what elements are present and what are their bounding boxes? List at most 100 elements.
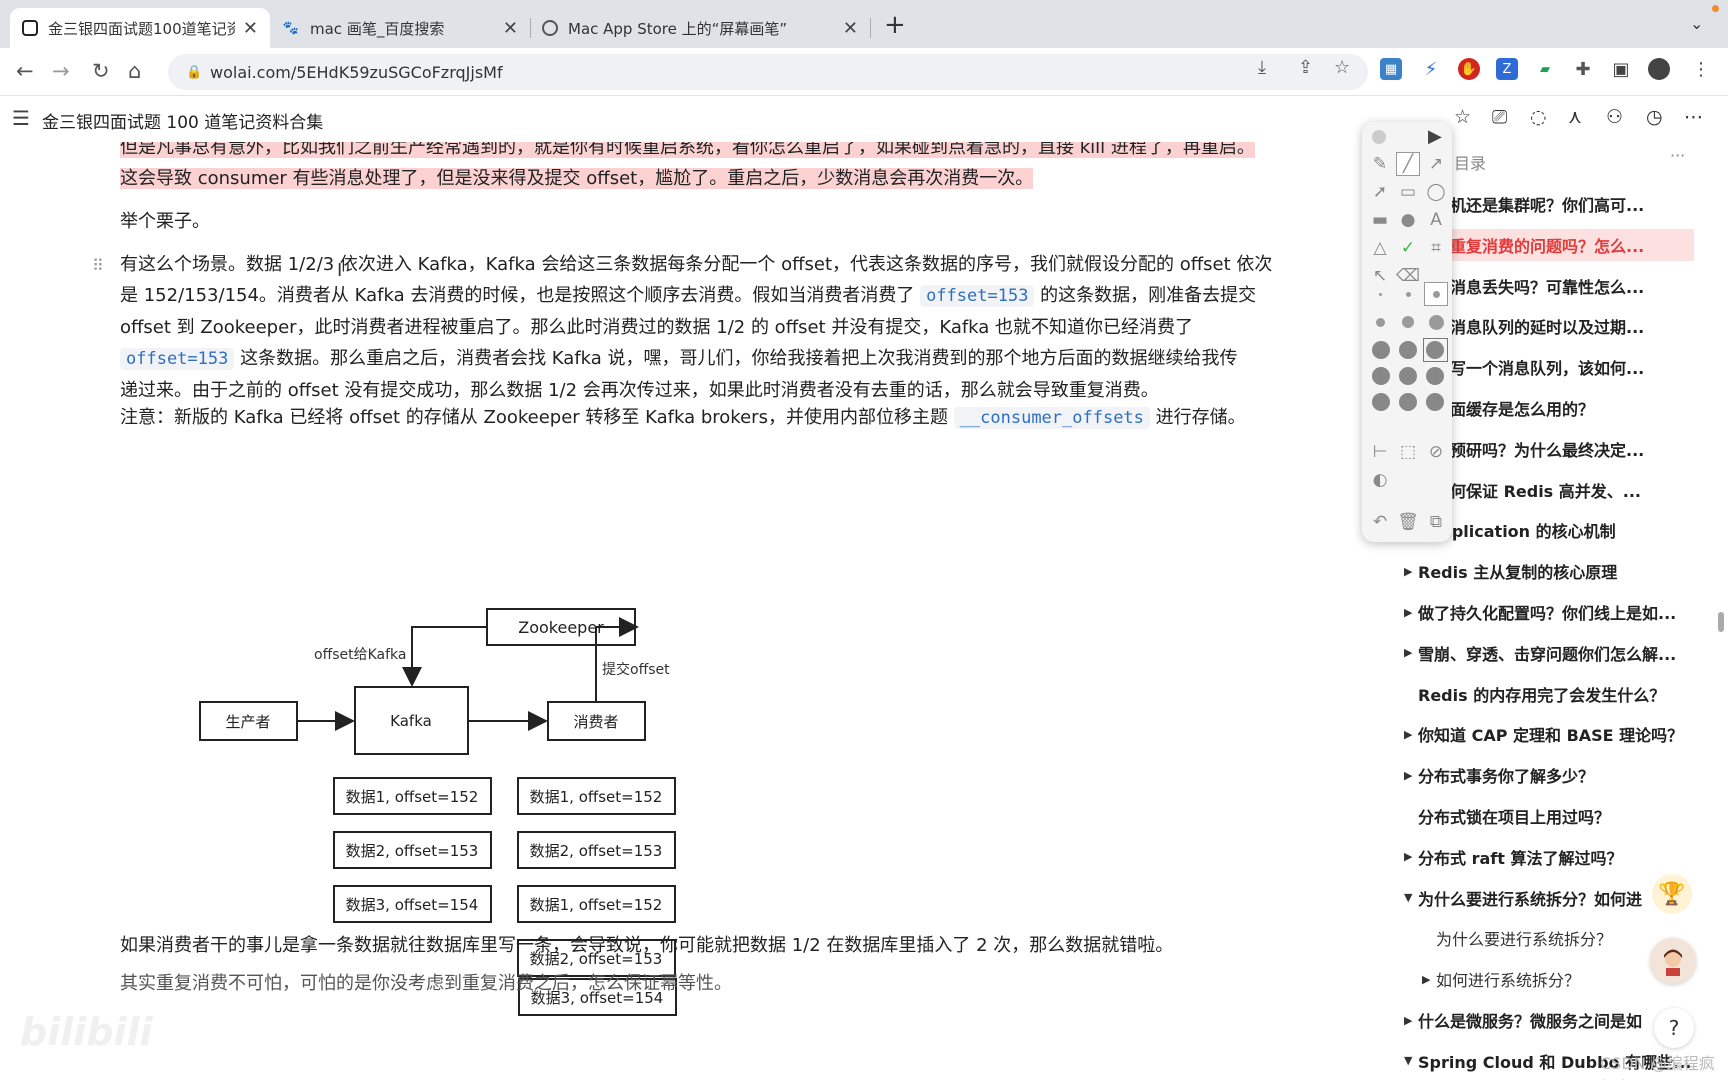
- color-swatch[interactable]: [1395, 338, 1420, 362]
- close-tab-icon[interactable]: ✕: [242, 17, 258, 39]
- caret-right-icon[interactable]: ▶: [1404, 564, 1413, 578]
- check-icon[interactable]: ✓: [1400, 238, 1416, 258]
- color-swatch[interactable]: [1368, 390, 1393, 414]
- toc-item[interactable]: 目里面缓存是怎么用的？: [1400, 392, 1694, 424]
- stroke-size-option[interactable]: [1424, 310, 1448, 334]
- share-network-icon[interactable]: ⋏: [1568, 106, 1582, 128]
- select-pointer-icon[interactable]: ↖: [1372, 266, 1388, 286]
- line-tool-icon[interactable]: ╱: [1395, 152, 1421, 176]
- help-button[interactable]: ?: [1654, 1008, 1694, 1048]
- toc-item[interactable]: ▶Redis 主从复制的核心原理: [1400, 555, 1694, 587]
- stroke-size-option[interactable]: [1424, 282, 1448, 306]
- opacity-icon[interactable]: ◐: [1372, 470, 1388, 490]
- pen-icon[interactable]: ✎: [1372, 154, 1388, 174]
- caret-down-icon[interactable]: ▼: [1404, 1054, 1413, 1068]
- stroke-size-option[interactable]: [1368, 310, 1392, 334]
- arrow-line-icon[interactable]: ➚: [1372, 182, 1388, 202]
- toc-item[interactable]: 为什么要进行系统拆分？: [1400, 922, 1694, 954]
- circle-tool-icon[interactable]: ◯: [1426, 182, 1446, 202]
- palette-close-icon[interactable]: [1372, 130, 1386, 144]
- filled-circle-icon[interactable]: ●: [1400, 210, 1416, 230]
- color-swatch[interactable]: [1422, 338, 1448, 362]
- crop-icon[interactable]: ⌗: [1431, 238, 1441, 258]
- bookmark-star-icon[interactable]: ☆: [1334, 57, 1351, 78]
- extension-z-icon[interactable]: Z: [1496, 58, 1518, 80]
- toc-item[interactable]: s replication 的核心机制: [1400, 514, 1694, 546]
- close-tab-icon[interactable]: ✕: [502, 17, 518, 39]
- extensions-puzzle-icon[interactable]: ✚: [1575, 58, 1591, 80]
- filled-rect-icon[interactable]: ▬: [1371, 210, 1389, 230]
- toc-item[interactable]: ▼Spring Cloud 和 Dubbo 有哪些...: [1400, 1045, 1694, 1077]
- toc-item[interactable]: ▶如何进行系统拆分？: [1400, 963, 1694, 995]
- comment-icon[interactable]: ◌: [1530, 106, 1547, 128]
- caret-down-icon[interactable]: ▼: [1404, 891, 1413, 905]
- color-swatch[interactable]: [1395, 364, 1420, 388]
- address-bar[interactable]: 🔒 wolai.com/5EHdK59zuSGCoFzrqJjsMf: [168, 54, 1368, 90]
- forward-icon[interactable]: →: [52, 59, 70, 83]
- menu-icon[interactable]: ☰: [12, 106, 30, 130]
- eraser-icon[interactable]: ⌫: [1395, 266, 1421, 286]
- drag-handle-icon[interactable]: ⠿: [92, 256, 104, 275]
- extension-bolt-icon[interactable]: ⚡: [1424, 58, 1438, 80]
- assistant-avatar[interactable]: [1650, 938, 1696, 984]
- add-member-icon[interactable]: ⚇: [1606, 106, 1624, 128]
- tab-appstore[interactable]: Mac App Store 上的“屏幕画笔” ✕: [530, 8, 870, 48]
- color-swatch[interactable]: [1368, 338, 1393, 362]
- stroke-size-option[interactable]: [1368, 282, 1392, 306]
- color-swatch[interactable]: [1395, 390, 1420, 414]
- more-icon[interactable]: ⋯: [1684, 106, 1703, 128]
- caret-right-icon[interactable]: ▶: [1404, 727, 1413, 741]
- align-icon[interactable]: ⊢: [1372, 442, 1388, 462]
- present-icon[interactable]: ⎚: [1492, 106, 1508, 128]
- triangle-icon[interactable]: △: [1373, 238, 1387, 258]
- toc-item[interactable]: 解决消息队列的延时以及过期...: [1400, 310, 1694, 342]
- trash-icon[interactable]: 🗑: [1397, 512, 1419, 532]
- toc-item[interactable]: 让你写一个消息队列，该如何...: [1400, 351, 1694, 383]
- arrow-tool-icon[interactable]: ↗: [1428, 154, 1444, 174]
- favorite-star-icon[interactable]: ☆: [1454, 106, 1472, 128]
- history-icon[interactable]: ◷: [1646, 106, 1663, 128]
- rectangle-tool-icon[interactable]: ▭: [1399, 182, 1417, 202]
- new-tab-button[interactable]: +: [884, 10, 906, 40]
- share-icon[interactable]: ⇪: [1298, 57, 1314, 78]
- tab-search-icon[interactable]: ⌄: [1690, 14, 1704, 33]
- toc-item[interactable]: ▶你知道 CAP 定理和 BASE 理论吗？: [1400, 718, 1694, 750]
- home-icon[interactable]: ⌂: [128, 59, 142, 83]
- extension-green-icon[interactable]: ▰: [1540, 61, 1550, 77]
- toc-item[interactable]: 技术预研吗？为什么最终决定...: [1400, 433, 1694, 465]
- color-swatch[interactable]: [1368, 364, 1393, 388]
- stroke-size-option[interactable]: [1396, 282, 1420, 306]
- dashed-select-icon[interactable]: ⬚: [1399, 442, 1417, 462]
- toc-item[interactable]: ▶雪崩、穿透、击穿问题你们怎么解...: [1400, 637, 1694, 669]
- scrollbar[interactable]: [1718, 612, 1724, 632]
- caret-right-icon[interactable]: ▶: [1404, 605, 1413, 619]
- toc-item[interactable]: 分布式锁在项目上用过吗？: [1400, 800, 1694, 832]
- toc-item[interactable]: Redis 的内存用完了会发生什么？: [1400, 678, 1694, 710]
- side-panel-icon[interactable]: ▣: [1612, 58, 1630, 80]
- toc-item[interactable]: 是如何保证 Redis 高并发、...: [1400, 474, 1694, 506]
- profile-avatar[interactable]: [1648, 58, 1670, 80]
- toc-item[interactable]: ▶分布式 raft 算法了解过吗？: [1400, 841, 1694, 873]
- toc-more-icon[interactable]: ···: [1670, 146, 1686, 165]
- toc-item[interactable]: ▶分布式事务你了解多少？: [1400, 759, 1694, 791]
- toc-item[interactable]: ▶什么是微服务？微服务之间是如: [1400, 1004, 1694, 1036]
- caret-right-icon[interactable]: ▶: [1422, 972, 1431, 986]
- play-icon[interactable]: ▶: [1428, 126, 1442, 147]
- close-tab-icon[interactable]: ✕: [842, 17, 858, 39]
- back-icon[interactable]: ←: [16, 59, 34, 83]
- toc-item[interactable]: 到过消息丢失吗？可靠性怎么...: [1400, 270, 1694, 302]
- extension-adblock-icon[interactable]: ✋: [1458, 58, 1480, 80]
- screenshot-icon[interactable]: ⧉: [1429, 512, 1443, 532]
- toc-item[interactable]: 是单机还是集群呢？你们高可...: [1400, 188, 1694, 220]
- caret-right-icon[interactable]: ▶: [1404, 850, 1413, 864]
- tab-baidu[interactable]: 🐾 mac 画笔_百度搜索 ✕: [270, 8, 530, 48]
- stroke-size-option[interactable]: [1396, 310, 1420, 334]
- url-text[interactable]: wolai.com/5EHdK59zuSGCoFzrqJjsMf: [210, 62, 503, 82]
- caret-right-icon[interactable]: ▶: [1404, 646, 1413, 660]
- color-swatch[interactable]: [1423, 390, 1448, 414]
- caret-right-icon[interactable]: ▶: [1404, 1013, 1413, 1027]
- no-fill-icon[interactable]: ⊘: [1428, 442, 1444, 462]
- install-icon[interactable]: ⤓: [1258, 57, 1266, 78]
- browser-menu-icon[interactable]: ⋮: [1692, 58, 1710, 80]
- text-tool-icon[interactable]: A: [1430, 210, 1442, 230]
